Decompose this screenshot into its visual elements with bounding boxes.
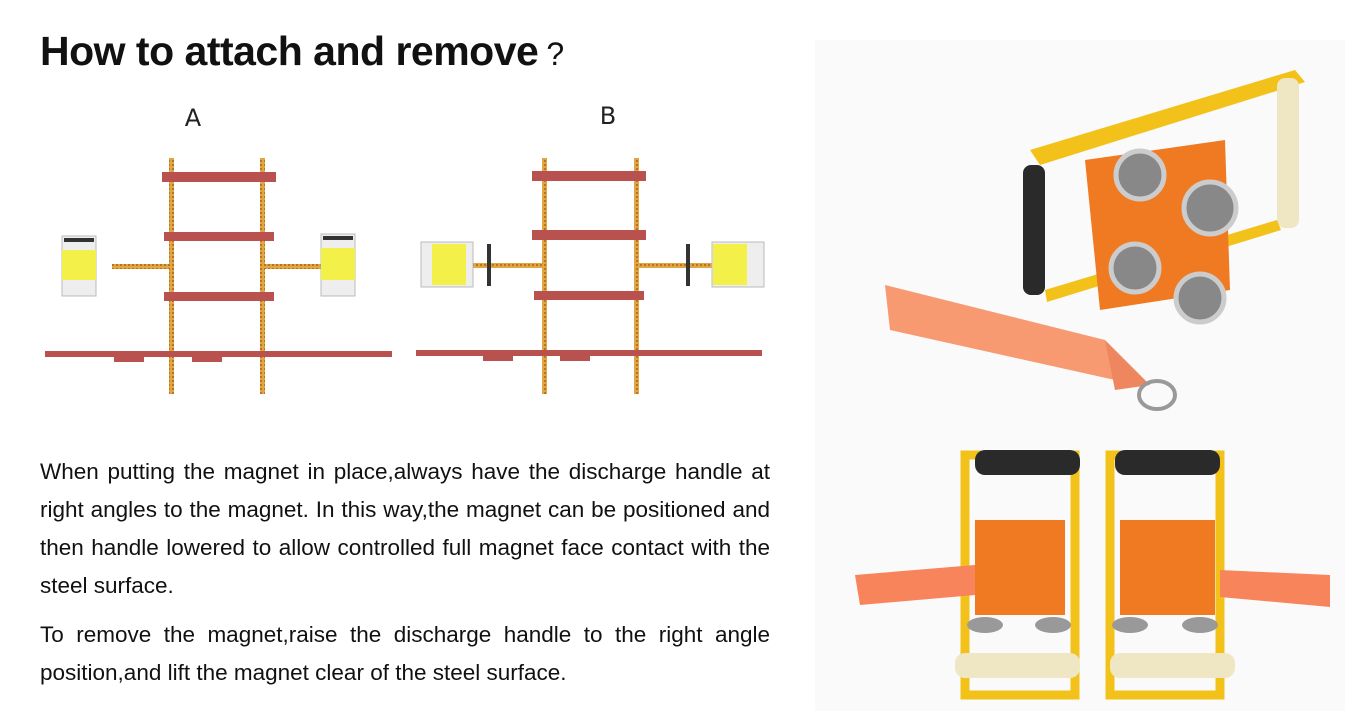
remove-instructions: To remove the magnet,raise the discharge… [40,622,770,685]
attach-instructions: When putting the magnet in place,always … [40,459,770,598]
magnet-pair-photo [815,425,1345,711]
diagram-a [45,158,392,394]
magnet-left-a [61,235,97,297]
page-title: How to attach and remove? [40,28,564,75]
magnet-left-b [420,241,491,288]
title-text: How to attach and remove [40,28,539,74]
magnet-unit-left [955,450,1080,700]
magnet-product-photo [815,40,1345,425]
diagram-label-a: A [185,104,202,132]
title-question-mark: ? [546,36,564,72]
attach-remove-diagram: A B [45,102,765,394]
magnet-right-a [320,233,356,297]
diagram-label-b: B [600,102,616,130]
magnet-right-b [686,241,765,288]
diagram-b [416,158,765,394]
